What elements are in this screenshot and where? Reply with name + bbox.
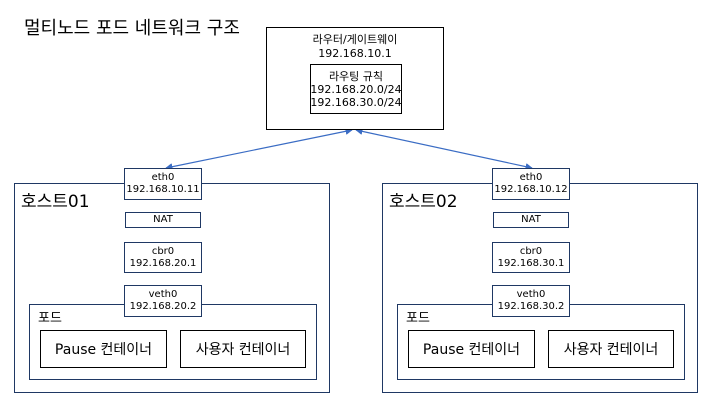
routing-rules-label: 라우팅 규칙: [328, 69, 384, 83]
host02-cbr0-box: cbr0 192.168.30.1: [492, 242, 570, 273]
host01-label: 호스트01: [21, 192, 90, 212]
router-ip: 192.168.10.1: [318, 47, 392, 60]
host01-veth0-ip: 192.168.20.2: [129, 301, 197, 312]
host01-pause-container: Pause 컨테이너: [40, 330, 167, 368]
host02-eth0-ip: 192.168.10.12: [494, 184, 568, 195]
host02-pause-container: Pause 컨테이너: [408, 330, 535, 368]
router-name: 라우터/게이트웨이: [312, 33, 398, 46]
host02-eth0-name: eth0: [519, 172, 543, 183]
host02-veth0-name: veth0: [516, 289, 546, 300]
host01-pod-box: 포드 Pause 컨테이너 사용자 컨테이너: [29, 304, 317, 380]
host02-veth0-ip: 192.168.30.2: [497, 301, 565, 312]
host01-cbr0-box: cbr0 192.168.20.1: [124, 242, 202, 273]
host01-cbr0-name: cbr0: [151, 245, 175, 257]
route-entry: 192.168.30.0/24: [310, 95, 402, 109]
host01-eth0-name: eth0: [151, 172, 175, 183]
host01-eth0-ip: 192.168.10.11: [126, 184, 200, 195]
host02-veth0-box: veth0 192.168.30.2: [492, 285, 570, 317]
host01-cbr0-ip: 192.168.20.1: [129, 257, 197, 269]
host02-pod-label: 포드: [406, 311, 430, 326]
host01-user-container: 사용자 컨테이너: [180, 330, 306, 368]
host02-cbr0-ip: 192.168.30.1: [497, 257, 565, 269]
router-box: 라우터/게이트웨이 192.168.10.1 라우팅 규칙 192.168.20…: [266, 27, 444, 130]
page-title: 멀티노드 포드 네트워크 구조: [24, 18, 240, 39]
host02-eth0-box: eth0 192.168.10.12: [492, 168, 570, 200]
host01-eth0-box: eth0 192.168.10.11: [124, 168, 202, 200]
link-router-host02: [355, 127, 533, 171]
host02-cbr0-name: cbr0: [519, 245, 543, 257]
host01-nat-box: NAT: [125, 212, 201, 228]
host02-label: 호스트02: [389, 192, 458, 212]
host02-user-container: 사용자 컨테이너: [548, 330, 674, 368]
host01-pod-label: 포드: [38, 311, 62, 326]
routing-rules-box: 라우팅 규칙 192.168.20.0/24 192.168.30.0/24: [310, 64, 402, 114]
host01-veth0-box: veth0 192.168.20.2: [124, 285, 202, 317]
host01-veth0-name: veth0: [148, 289, 178, 300]
host02-nat-box: NAT: [493, 212, 569, 228]
route-entry: 192.168.20.0/24: [310, 82, 402, 96]
link-router-host01: [165, 127, 353, 171]
